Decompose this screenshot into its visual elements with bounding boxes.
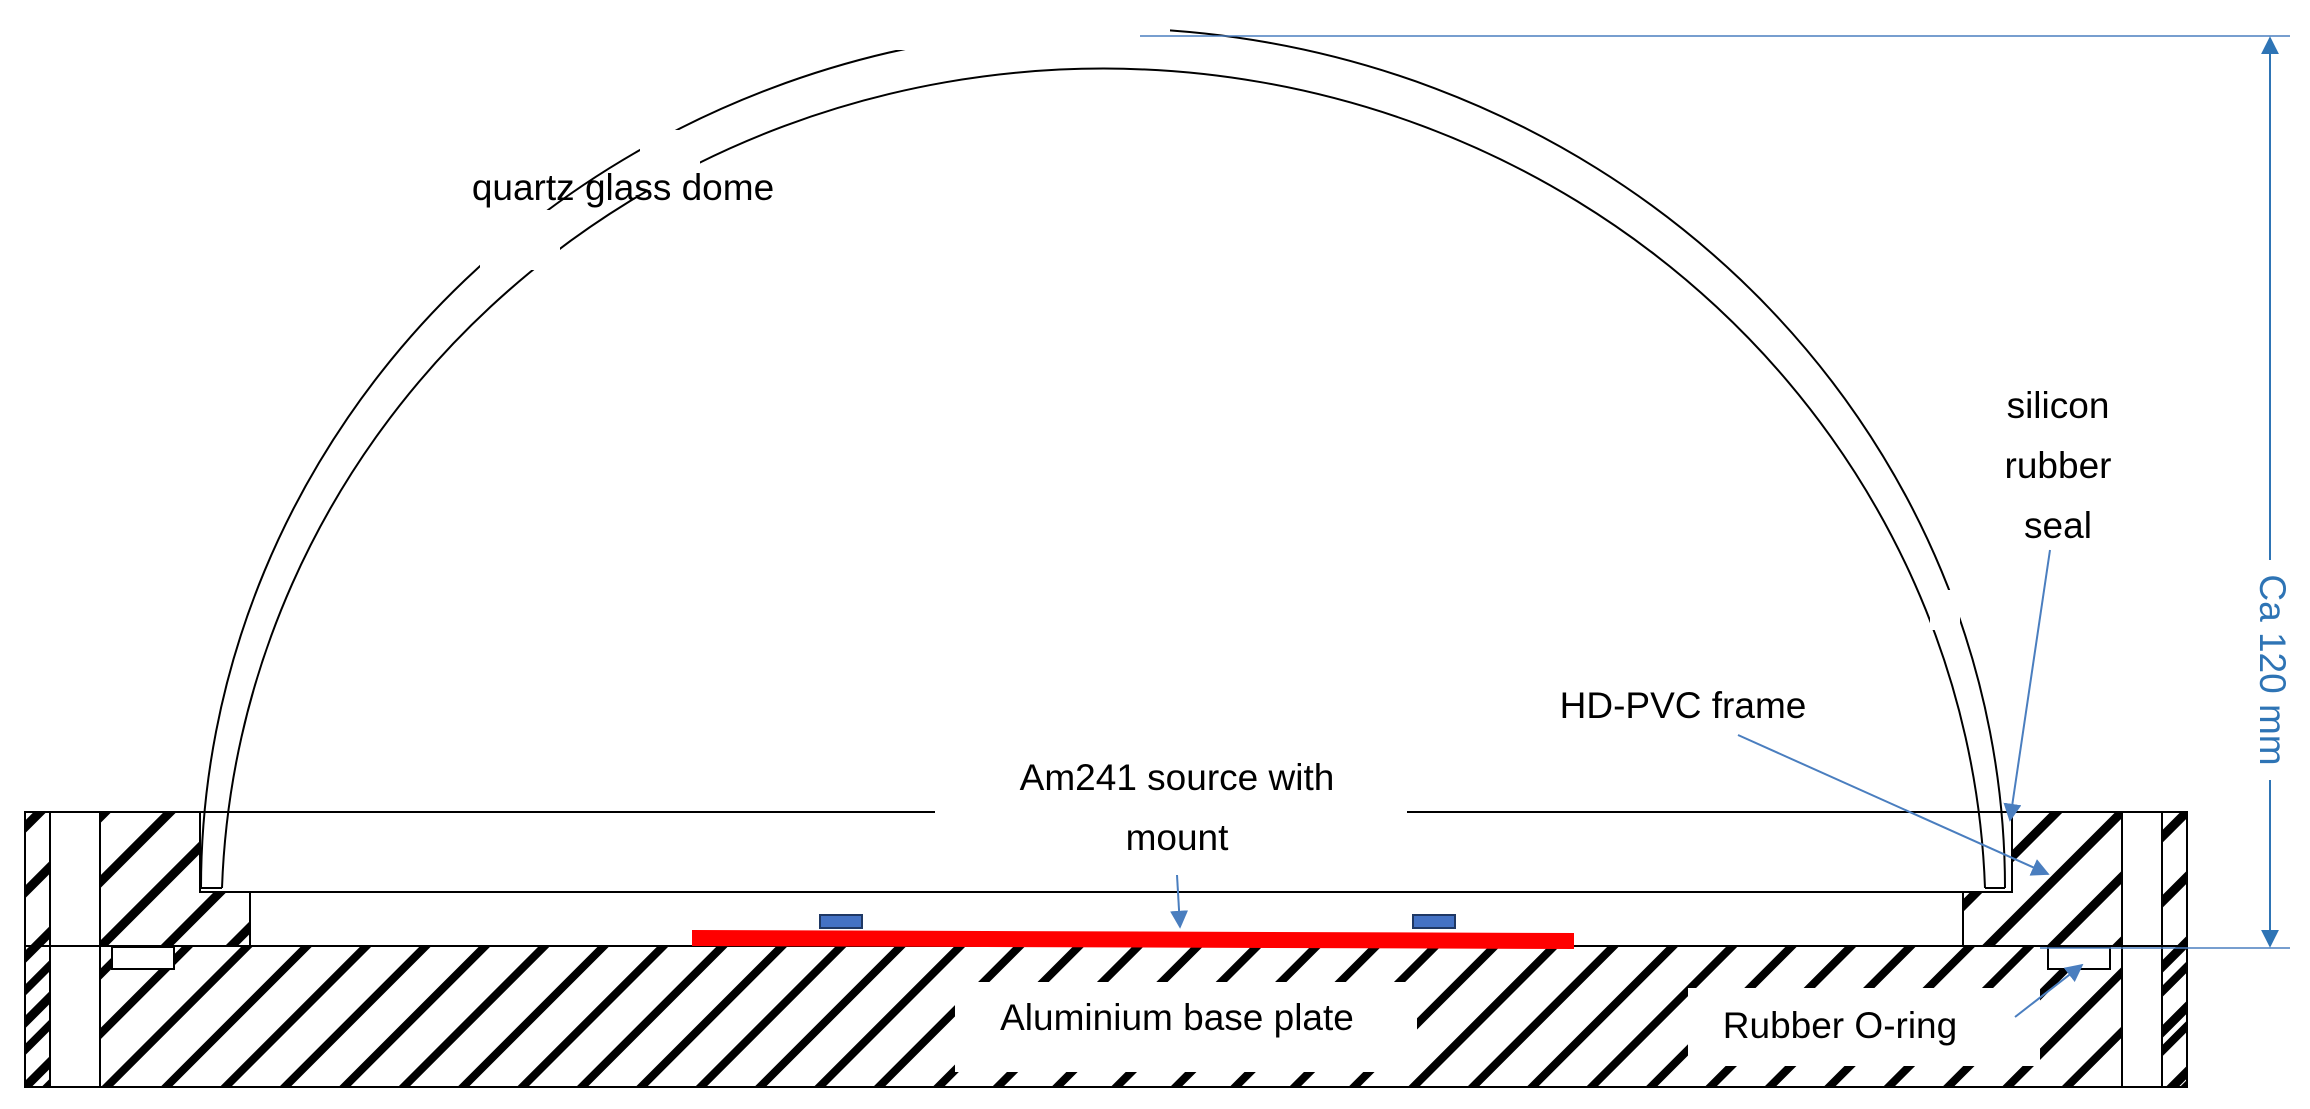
source-mount-right [1412, 914, 1456, 929]
seal-arrow [2003, 549, 2051, 822]
dimension-label: Ca 120 mm [2252, 574, 2293, 765]
frame-arrow [1737, 734, 2050, 876]
o-ring-label: Rubber O-ring [1723, 1005, 1957, 1046]
source-label-line1: Am241 source with [1020, 757, 1335, 798]
source-mount-left [819, 914, 863, 929]
height-dimension: Ca 120 mm [1140, 35, 2293, 949]
seal-label-line1: silicon [2007, 385, 2110, 426]
frame-label: HD-PVC frame [1560, 685, 1807, 726]
source-arrow [1170, 874, 1189, 929]
quartz-glass-dome [200, 10, 2006, 889]
annotation-arrows [1170, 549, 2084, 1018]
seal-label-line2: rubber [2005, 445, 2112, 486]
labels: quartz glass dome silicon rubber seal HD… [472, 167, 2112, 1046]
hd-pvc-frame [24, 805, 2188, 947]
dome-label: quartz glass dome [472, 167, 774, 208]
base-plate-label: Aluminium base plate [1000, 997, 1354, 1038]
source-label-line2: mount [1126, 817, 1230, 858]
am241-source [692, 914, 1574, 949]
o-ring-arrow [2014, 963, 2084, 1018]
seal-label-line3: seal [2024, 505, 2092, 546]
